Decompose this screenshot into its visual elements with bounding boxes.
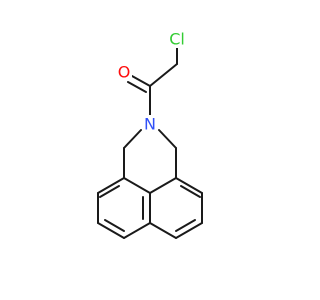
bond-ring-right-4-inner: [175, 219, 196, 232]
bond-ch2-carbonyl: [149, 63, 178, 87]
bond-ring-left-4: [123, 222, 151, 239]
molecule-structure: Cl O N: [97, 30, 203, 239]
bond-ring-right-4: [175, 222, 203, 239]
bond-nitrogen-ch2-right: [158, 129, 177, 149]
bond-ring-left-1-inner: [99, 185, 120, 198]
bond-carbonyl-oxygen-1: [131, 75, 151, 87]
atom-chlorine: Cl: [166, 30, 188, 49]
atom-label-chlorine: Cl: [169, 30, 185, 49]
bond-nitrogen-ch2-left: [123, 129, 142, 149]
atom-label-oxygen: O: [118, 63, 131, 82]
atom-oxygen: O: [116, 63, 132, 82]
bond-ring-left-1: [97, 177, 125, 194]
atom-nitrogen: N: [142, 115, 158, 134]
bond-ring-left-3: [97, 222, 125, 239]
bond-ring-right-2-inner: [180, 185, 201, 198]
bond-ring-left-3-inner: [104, 219, 125, 232]
bond-ring-right-5: [149, 222, 177, 239]
bond-ring-right-1: [149, 177, 177, 194]
bond-layer: [97, 46, 203, 239]
bond-carbonyl-oxygen-2: [127, 81, 147, 93]
bond-ring-left-6: [123, 177, 151, 194]
bond-ring-right-2: [175, 177, 203, 194]
atom-layer: Cl O N: [116, 30, 188, 134]
atom-label-nitrogen: N: [144, 115, 156, 134]
